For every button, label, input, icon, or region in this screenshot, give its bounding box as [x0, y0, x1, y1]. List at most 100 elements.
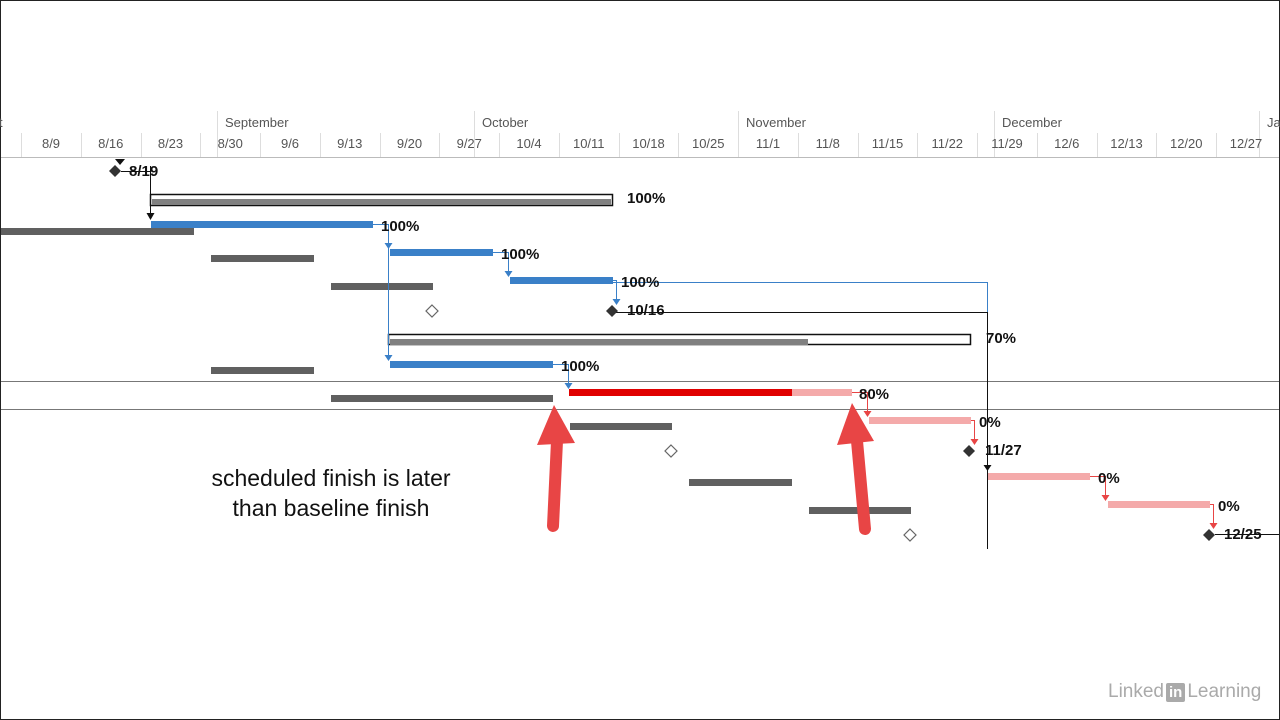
week-label: 11/15 — [871, 136, 904, 151]
percent-complete-label: 100% — [627, 190, 665, 207]
task-bar[interactable] — [151, 221, 373, 228]
summary-bar-progress — [390, 339, 808, 345]
week-label: 8/30 — [217, 136, 243, 151]
week-label: 9/27 — [456, 136, 482, 151]
week-divider — [21, 133, 22, 157]
logo-in-badge: in — [1166, 682, 1186, 702]
baseline-bar[interactable] — [331, 283, 433, 290]
critical-task-bar-complete[interactable] — [569, 389, 792, 396]
summary-arrowheads — [115, 159, 992, 471]
percent-complete-label: 0% — [1098, 470, 1120, 487]
percent-complete-label: 100% — [621, 274, 659, 291]
critical-task-bar[interactable] — [869, 417, 971, 424]
annotation-arrow-scheduled — [837, 403, 874, 535]
week-divider — [380, 133, 381, 157]
critical-task-bar[interactable] — [988, 473, 1090, 480]
week-divider — [1156, 133, 1157, 157]
week-divider — [858, 133, 859, 157]
annotation-arrow-baseline — [537, 405, 575, 532]
week-divider — [798, 133, 799, 157]
week-divider — [260, 133, 261, 157]
week-label: 11/1 — [755, 136, 781, 151]
milestone-marker[interactable] — [606, 305, 618, 317]
baseline-bar[interactable] — [1, 228, 194, 235]
percent-complete-label: 0% — [979, 414, 1001, 431]
summary-bar-progress — [152, 199, 611, 205]
week-label: 9/20 — [396, 136, 423, 151]
week-label: 9/6 — [280, 136, 300, 151]
critical-task-bar[interactable] — [1108, 501, 1210, 508]
week-divider — [499, 133, 500, 157]
month-label: Ja — [1267, 115, 1280, 130]
week-label: 11/22 — [931, 136, 964, 151]
week-label: 10/25 — [691, 136, 725, 151]
critical-task-bar-remaining[interactable] — [792, 389, 852, 396]
week-divider — [1037, 133, 1038, 157]
milestone-date-label: 11/27 — [985, 442, 1022, 459]
week-label: 12/27 — [1229, 136, 1263, 151]
week-divider — [141, 133, 142, 157]
milestone-marker[interactable] — [963, 445, 975, 457]
week-label: 8/9 — [41, 136, 61, 151]
week-divider — [1216, 133, 1217, 157]
percent-complete-label: 100% — [501, 246, 539, 263]
week-divider — [439, 133, 440, 157]
percent-complete-label: 70% — [986, 330, 1016, 347]
task-bar[interactable] — [510, 277, 613, 284]
week-label: 8/16 — [98, 136, 124, 151]
dependency-arrowheads — [384, 243, 621, 389]
month-label: December — [1002, 115, 1062, 130]
week-divider — [320, 133, 321, 157]
week-divider — [81, 133, 82, 157]
month-divider — [994, 111, 995, 157]
week-divider — [917, 133, 918, 157]
week-divider — [619, 133, 620, 157]
header-divider — [1, 157, 1279, 158]
dependency-links — [373, 224, 988, 469]
week-label: 11/8 — [815, 136, 840, 151]
week-divider — [559, 133, 560, 157]
week-label: 9/13 — [337, 136, 363, 151]
critical-arrowheads — [863, 411, 1218, 529]
task-bar[interactable] — [390, 249, 493, 256]
week-label: 12/13 — [1110, 136, 1143, 151]
milestone-marker[interactable] — [1203, 529, 1215, 541]
annotation-text: scheduled finish is later than baseline … — [161, 463, 501, 523]
percent-complete-label: 100% — [561, 358, 599, 375]
baseline-bar[interactable] — [211, 367, 314, 374]
baseline-bar[interactable] — [570, 423, 672, 430]
percent-complete-label: 80% — [859, 386, 889, 403]
baseline-bar[interactable] — [211, 255, 314, 262]
critical-links — [852, 392, 1214, 523]
month-label: t — [0, 115, 3, 130]
milestone-date-label: 12/25 — [1224, 526, 1262, 543]
week-divider — [1097, 133, 1098, 157]
month-divider — [474, 111, 475, 157]
task-bar[interactable] — [390, 361, 553, 368]
week-label: 10/18 — [632, 136, 665, 151]
percent-complete-label: 100% — [381, 218, 419, 235]
logo-text: Learning — [1187, 681, 1262, 702]
baseline-milestone-marker[interactable] — [425, 304, 439, 318]
annotation-line: scheduled finish is later — [211, 465, 451, 491]
month-divider — [1259, 111, 1260, 157]
week-label: 8/23 — [157, 136, 184, 151]
percent-complete-label: 0% — [1218, 498, 1240, 515]
month-label: October — [482, 115, 529, 130]
baseline-milestone-marker[interactable] — [903, 528, 917, 542]
milestone-date-label: 10/16 — [627, 302, 665, 319]
baseline-bar[interactable] — [331, 395, 553, 402]
week-divider — [200, 133, 201, 157]
milestone-date-label: 8/19 — [129, 163, 158, 180]
week-label: 12/20 — [1169, 136, 1203, 151]
month-label: November — [746, 115, 806, 130]
week-divider — [738, 133, 739, 157]
month-divider — [217, 111, 218, 157]
baseline-bar[interactable] — [689, 479, 792, 486]
logo-text: Linked — [1108, 681, 1164, 702]
milestone-marker[interactable] — [109, 165, 121, 177]
baseline-milestone-marker[interactable] — [664, 444, 678, 458]
